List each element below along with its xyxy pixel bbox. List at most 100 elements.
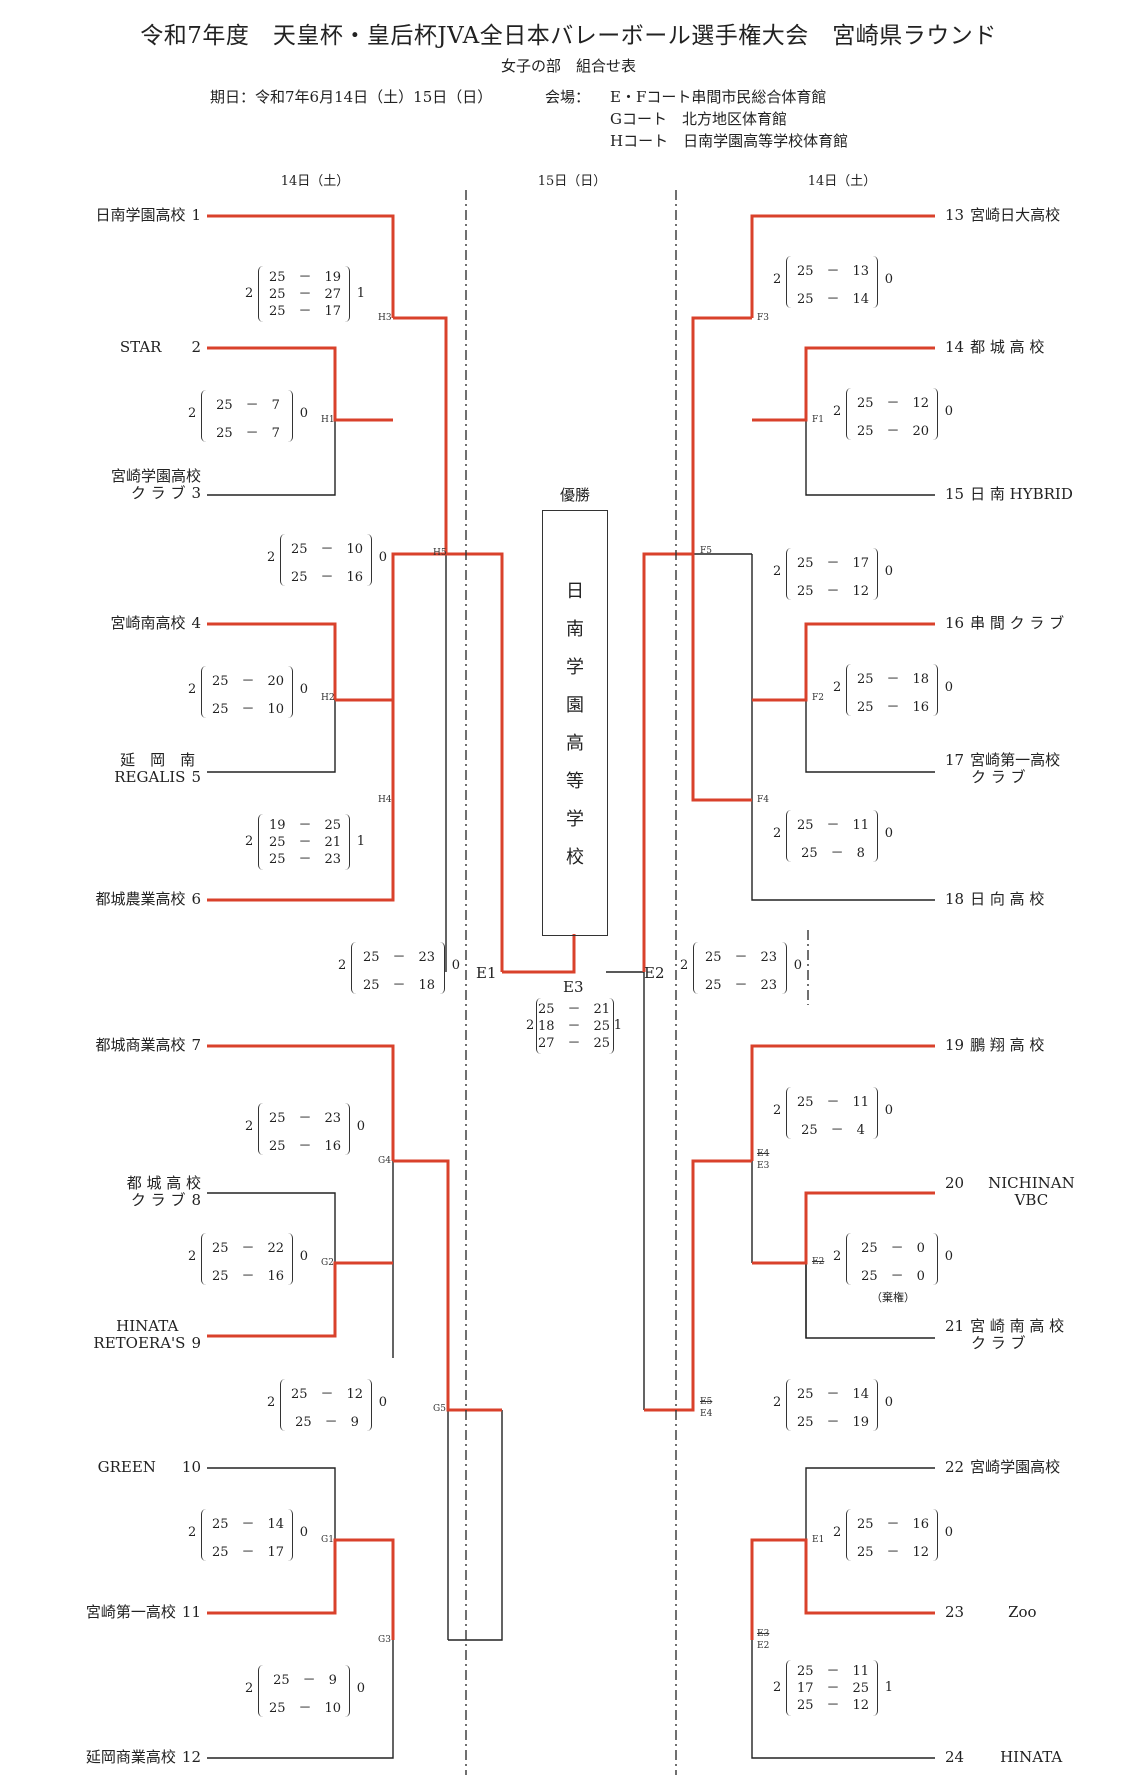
score-e1: 2 25 － 23 25 － 18 0 bbox=[338, 942, 460, 994]
column-day1-right: 14日（土） bbox=[807, 174, 877, 189]
score-h3: 2 25 － 19 25 － 27 25 － 17 1 bbox=[245, 266, 365, 322]
score-f3: 2 25 － 13 25 － 14 0 bbox=[773, 256, 893, 308]
match-label-f4: F4 bbox=[757, 795, 769, 805]
match-label-f5: F5 bbox=[700, 546, 712, 556]
score-e2-right: 2 25 － 11 17 － 25 25 － 12 1 bbox=[773, 1660, 893, 1716]
score-h2: 2 25 － 20 25 － 10 0 bbox=[188, 666, 308, 718]
score-g3: 2 25 － 9 25 － 10 0 bbox=[245, 1665, 365, 1717]
venue-label: 会場： bbox=[545, 88, 591, 106]
match-label-h5: H5 bbox=[433, 548, 447, 558]
score-g2: 2 25 － 22 25 － 16 0 bbox=[188, 1233, 308, 1285]
bracket-line bbox=[805, 420, 935, 496]
match-label-h4: H4 bbox=[378, 795, 392, 805]
bracket-line bbox=[207, 1640, 394, 1759]
forfeit-note: （棄権） bbox=[871, 1291, 915, 1304]
match-label-e4-struck: E4 bbox=[757, 1149, 770, 1159]
champion-char: 校 bbox=[566, 847, 584, 868]
winner-line bbox=[207, 700, 395, 902]
champion-char: 園 bbox=[566, 695, 584, 716]
winner-line bbox=[207, 1261, 393, 1338]
match-label-e1-left: E1 bbox=[476, 964, 497, 982]
match-label-g3: G3 bbox=[378, 1635, 391, 1645]
winner-line bbox=[750, 214, 935, 318]
score-e2-forfeit: 2 25 － 0 25 － 0 0 （棄権） bbox=[833, 1233, 953, 1304]
column-day2: 15日（日） bbox=[537, 174, 607, 189]
day-dividers bbox=[465, 190, 809, 1775]
score-h4: 2 19 － 25 25 － 21 25 － 23 1 bbox=[245, 814, 365, 870]
match-label-e1-right: E1 bbox=[812, 1535, 825, 1545]
bracket-line bbox=[207, 700, 336, 773]
bracket-line bbox=[805, 700, 935, 773]
score-h1: 2 25 － 7 25 － 7 0 bbox=[188, 390, 308, 442]
bracket-line bbox=[207, 1467, 336, 1540]
score-f1: 2 25 － 12 25 － 20 0 bbox=[833, 388, 953, 440]
champion-char: 学 bbox=[566, 809, 584, 830]
winner-line bbox=[750, 1538, 935, 1640]
match-label-e3-struck: E3 bbox=[757, 1629, 770, 1639]
winner-line bbox=[207, 622, 337, 700]
winner-line bbox=[752, 622, 935, 702]
champion-label: 優勝 bbox=[559, 486, 590, 504]
winner-line bbox=[644, 1159, 752, 1412]
column-day1-left: 14日（土） bbox=[280, 174, 350, 189]
winner-line bbox=[502, 934, 576, 974]
match-label-e2: E2 bbox=[757, 1641, 770, 1651]
bracket-line bbox=[805, 1467, 935, 1540]
winner-line bbox=[752, 1191, 935, 1265]
score-e2: 2 25 － 23 25 － 23 0 bbox=[680, 942, 802, 994]
champion-char: 学 bbox=[566, 657, 584, 678]
score-g1: 2 25 － 14 25 － 17 0 bbox=[188, 1509, 308, 1561]
score-e1-right: 2 25 － 16 25 － 12 0 bbox=[833, 1509, 953, 1561]
match-label-g1: G1 bbox=[321, 1535, 334, 1545]
winner-line bbox=[207, 1044, 395, 1161]
champion-char: 等 bbox=[566, 771, 584, 792]
score-f4: 2 25 － 11 25 － 8 0 bbox=[773, 810, 893, 862]
match-label-h3: H3 bbox=[378, 313, 392, 323]
score-f2: 2 25 － 18 25 － 16 0 bbox=[833, 664, 953, 716]
venue-h: Hコート 日南学園高等学校体育館 bbox=[610, 132, 849, 150]
score-e3: 2 25 － 11 25 － 4 0 bbox=[773, 1087, 893, 1139]
bracket-line bbox=[751, 800, 935, 901]
winner-line bbox=[393, 316, 504, 972]
winner-line bbox=[393, 1159, 502, 1412]
champion-char: 南 bbox=[566, 619, 584, 640]
winner-line bbox=[207, 346, 393, 422]
champion-char: 日 bbox=[566, 581, 584, 602]
match-label-g4: G4 bbox=[378, 1156, 391, 1166]
match-label-h2: H2 bbox=[321, 693, 335, 703]
score-g5: 2 25 － 12 25 － 9 0 bbox=[267, 1379, 387, 1431]
winner-line bbox=[207, 1538, 395, 1640]
winner-line bbox=[691, 554, 752, 802]
match-label-e3-final: E3 bbox=[563, 978, 584, 996]
bracket-line bbox=[207, 1192, 336, 1263]
bracket-line bbox=[751, 1640, 935, 1759]
winner-line bbox=[752, 346, 935, 422]
match-label-e4: E4 bbox=[700, 1409, 713, 1419]
match-label-f1: F1 bbox=[812, 415, 824, 425]
bracket-line bbox=[207, 420, 336, 496]
score-g4: 2 25 － 23 25 － 16 0 bbox=[245, 1103, 365, 1155]
page-subtitle: 女子の部 組合せ表 bbox=[500, 57, 636, 75]
match-label-e2-struck: E2 bbox=[812, 1257, 825, 1267]
venue-g: Gコート 北方地区体育館 bbox=[610, 110, 787, 128]
winner-line bbox=[391, 552, 446, 700]
